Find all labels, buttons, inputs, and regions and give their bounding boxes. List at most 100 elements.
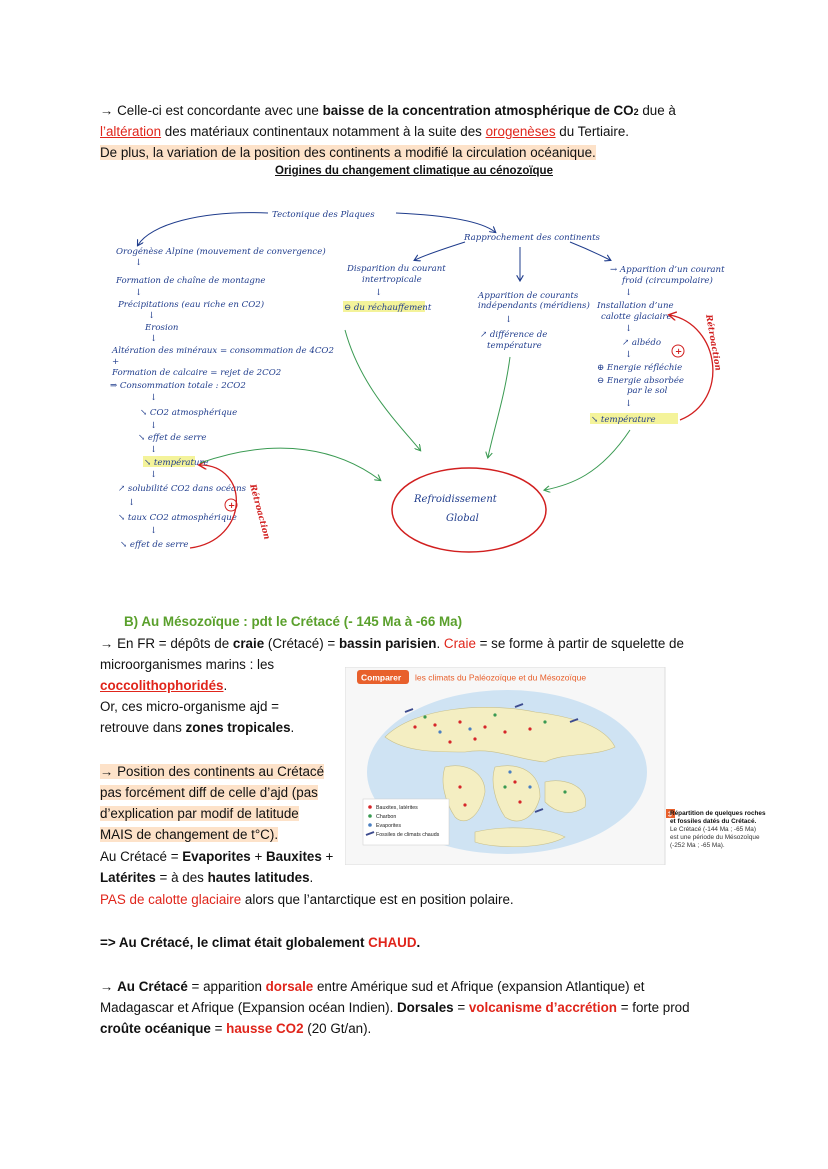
intro-line-3: De plus, la variation de la position des… — [100, 143, 596, 162]
caption-line-1: Le Crétacé (-144 Ma ; -65 Ma) — [670, 826, 756, 833]
laurasia — [384, 707, 616, 763]
down-arrow: ↓ — [150, 334, 157, 344]
figure-caption: Répartition de quelques roches et fossil… — [670, 810, 766, 850]
text: → En FR = dépôts de — [100, 636, 233, 651]
intro-line-2: l’altération des matériaux continentaux … — [100, 122, 629, 141]
down-arrow: ↓ — [150, 393, 157, 403]
section-b-line-12: PAS de calotte glaciaire alors que l’ant… — [100, 890, 514, 909]
legend-charbon: Charbon — [376, 814, 396, 820]
hautes-latitudes-term: hautes latitudes — [207, 870, 310, 885]
albedo-label: ↗ albédo — [622, 337, 661, 348]
down-arrow: ↓ — [505, 315, 512, 325]
erosion-label: Erosion — [144, 323, 178, 333]
feedback-arrow-right — [670, 315, 714, 421]
arrow — [395, 212, 495, 232]
bauxites-term: Bauxites — [266, 849, 322, 864]
conclusion-text: => Au Crétacé, le climat était globaleme… — [100, 935, 369, 950]
text: = à des — [155, 870, 208, 885]
refroidissement-label-2: Global — [446, 513, 479, 524]
down-arrow: ↓ — [150, 445, 157, 455]
highlighted-text: d’explication par modif de latitude — [100, 806, 299, 821]
section-b-line-7: pas forcément diff de celle d’ajd (pas — [100, 783, 318, 802]
caption-line-2: est une période du Mésozoïque — [670, 834, 760, 841]
compare-badge-bg — [357, 670, 409, 684]
disparition-label: Disparition du courant — [346, 264, 446, 274]
highlight — [343, 301, 425, 312]
laterites-term: Latérites — [100, 870, 156, 885]
down-arrow: ↓ — [375, 288, 382, 298]
diagram-title: Origines du changement climatique au cén… — [275, 165, 553, 177]
craie-term: craie — [232, 636, 265, 651]
down-arrow: ↓ — [625, 324, 632, 334]
arrow — [138, 212, 269, 245]
compare-badge: Comparer — [361, 673, 402, 683]
section-b-line-8: d’explication par modif de latitude — [100, 804, 299, 823]
antarctica — [474, 827, 566, 848]
alteration-term: l’altération — [100, 124, 162, 139]
volcanisme-term: volcanisme d’accrétion — [468, 1000, 617, 1015]
effet-serre-2-label: ↘ effet de serre — [120, 540, 189, 550]
refroidissement-label: Refroidissement — [413, 494, 498, 505]
text: = apparition — [187, 979, 266, 994]
figure-title: les climats du Paléozoïque et du Mésozoï… — [415, 673, 586, 683]
text: (Crétacé) = — [264, 636, 339, 651]
figure-number: 3 — [668, 812, 672, 819]
down-arrow: ↓ — [625, 350, 632, 360]
refroidissement-circle — [391, 467, 547, 553]
energie-abs-label: ⊖ Energie absorbée — [597, 375, 684, 386]
apparition-ind-label-2: indépendants (méridiens) — [478, 300, 590, 311]
arrow — [569, 241, 610, 260]
section-b-line-1: → En FR = dépôts de craie (Crétacé) = ba… — [100, 634, 684, 653]
apparition-ind-label: Apparition de courants — [477, 291, 579, 301]
dorsale-term: dorsale — [265, 979, 314, 994]
map-legend — [362, 798, 450, 846]
text: retrouve dans — [100, 720, 186, 735]
tectonique-label: Tectonique des Plaques — [272, 210, 375, 220]
text: = forte prod — [616, 1000, 690, 1015]
green-arrow — [545, 429, 631, 490]
down-arrow: ↓ — [625, 288, 632, 298]
solubilite-label: ↗ solubilité CO2 dans océans — [118, 483, 247, 494]
conso-totale-label: ⇒ Consommation totale : 2CO2 — [110, 381, 246, 391]
map-dots — [404, 703, 579, 813]
craie-red-term: Craie — [443, 636, 476, 651]
pas-calotte-term: PAS de calotte glaciaire — [100, 892, 242, 907]
precipitations-label: Précipitations (eau riche en CO2) — [117, 299, 264, 310]
cretaceous-map-figure: Comparer les climats du Paléozoïque et d… — [344, 666, 785, 866]
cretace-term: Au Crétacé — [117, 979, 188, 994]
intro-text: due à — [638, 103, 676, 118]
africa — [492, 765, 541, 822]
down-arrow: ↓ — [128, 498, 135, 508]
section-b-line-16: croûte océanique = hausse CO2 (20 Gt/an)… — [100, 1019, 371, 1038]
text: + — [250, 849, 266, 864]
section-b-line-2: microorganismes marins : les — [100, 657, 275, 672]
formation-calcaire-label: Formation de calcaire = rejet de 2CO2 — [111, 368, 281, 378]
text: Madagascar et Afrique (Expansion océan I… — [100, 1000, 398, 1015]
plus-circle — [224, 498, 238, 512]
green-arrow — [344, 329, 420, 450]
plus-sign: + — [675, 347, 682, 357]
caption-title-2: et fossiles datés du Crétacé. — [670, 818, 757, 825]
section-b-line-14: → Au Crétacé = apparition dorsale entre … — [100, 977, 645, 996]
highlighted-text: → Position des continents au Crétacé — [100, 764, 325, 779]
caption-line-3: (-252 Ma ; -65 Ma). — [670, 842, 725, 849]
text: → — [100, 979, 118, 994]
down-arrow: ↓ — [150, 470, 157, 480]
intro-text: des matériaux continentaux notamment à l… — [161, 124, 486, 139]
text: . — [416, 935, 421, 950]
rechauffement-label: ⊖ du réchauffement — [344, 302, 432, 313]
text: + — [321, 849, 334, 864]
climate-change-diagram: Tectonique des Plaques Orogénèse Alpine … — [110, 210, 725, 553]
effet-serre-label: ↘ effet de serre — [138, 433, 207, 443]
text: . — [309, 870, 314, 885]
text: . — [223, 678, 228, 693]
plus-circle — [671, 344, 685, 358]
figure-number-bg — [666, 809, 675, 818]
dorsales-term: Dorsales — [397, 1000, 454, 1015]
disparition-label-2: intertropicale — [362, 275, 422, 285]
text: = — [210, 1021, 227, 1036]
coccolithophorides-term: coccolithophoridés — [100, 678, 224, 693]
taux-co2-label: ↘ taux CO2 atmosphérique — [118, 512, 237, 523]
temperature-left-label: ↘ température — [144, 457, 209, 468]
map-graphic: Comparer les climats du Paléozoïque et d… — [344, 666, 675, 866]
